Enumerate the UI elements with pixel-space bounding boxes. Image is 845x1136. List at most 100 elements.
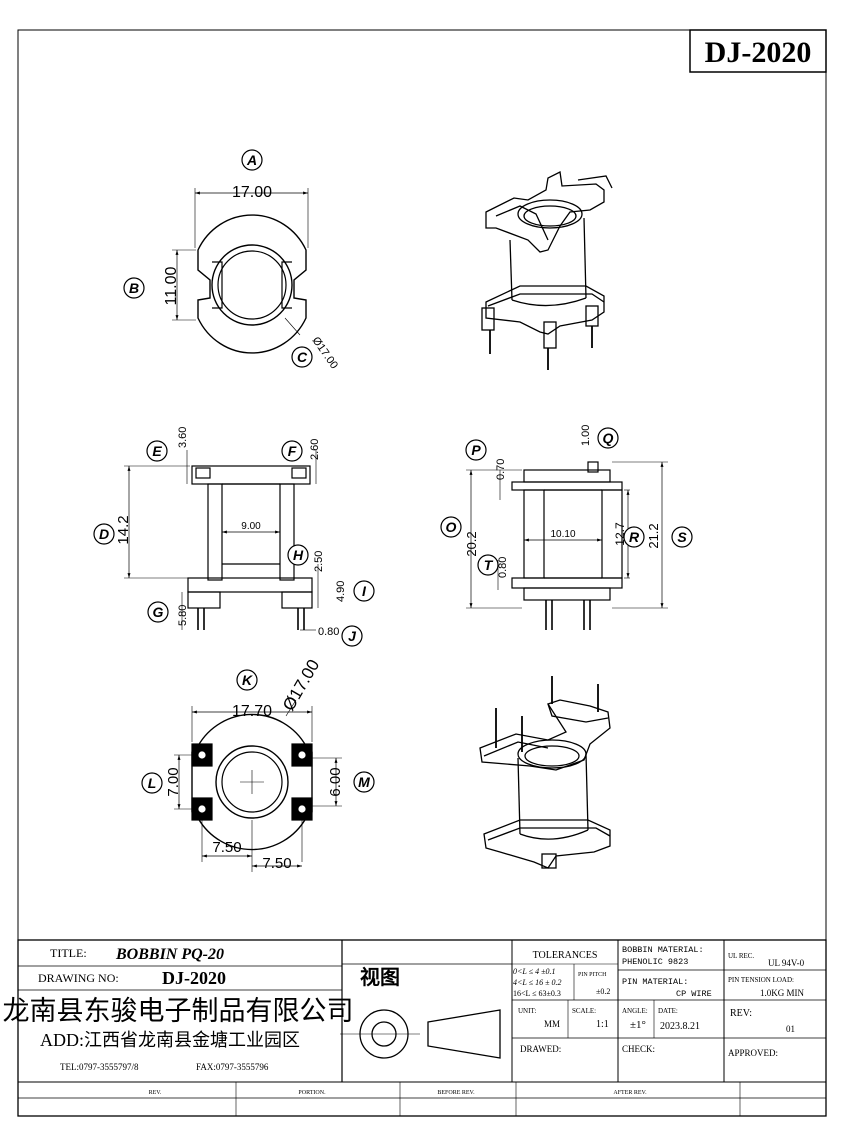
dim-1-00: 1.00 [580,425,592,446]
dim-17-70: 17.70 [232,703,272,720]
dim-11-00: 11.00 [163,266,180,305]
dim-4-90: 4.90 [335,581,347,602]
callout-k: K [236,669,258,691]
pin-pitch-label: PIN PITCH [578,972,607,978]
callout-letter: F [288,443,297,459]
dim-21-2: 21.2 [646,523,661,548]
callout-letter: J [348,628,357,644]
dim-0-70: 0.70 [495,459,507,480]
callout-d: D [93,523,115,545]
callout-letter: T [484,557,494,573]
view-label: 视图 [360,966,400,989]
dim-dia-17-00-bottom: Ø17.00 [279,656,323,714]
callout-l: L [141,772,163,794]
callout-h: H [287,544,309,566]
pin-material-value: CP WIRE [676,989,712,999]
bottom-view [174,699,342,872]
callout-letters: A B C D E F G H I J O P Q R S T K L M [93,149,693,794]
tolerance-row-2: 4<L ≤ 16 ± 0.2 [513,978,561,987]
callout-letter: E [152,443,162,459]
scale-label: SCALE: [572,1007,596,1015]
company-name: 龙南县东骏电子制品有限公司 [3,996,354,1026]
callout-t: T [477,554,499,576]
tolerance-row-1: 0<L ≤ 4 ±0.1 [513,967,555,976]
title-label: TITLE: [50,946,87,960]
callout-g: G [147,601,169,623]
dim-9-00: 9.00 [241,521,261,532]
drawed-label: DRAWED: [520,1044,561,1054]
drawing-no-label: DRAWING NO: [38,971,119,985]
pin-material-label: PIN MATERIAL: [622,977,688,987]
front-view-labels: 14.2 3.60 2.60 9.00 2.50 4.90 5.80 0.80 [115,427,347,638]
tolerances-label: TOLERANCES [533,950,598,961]
drawing-number-box: DJ-2020 [689,29,827,73]
isometric-bottom [479,676,611,869]
drawing-no-value: DJ-2020 [162,968,226,988]
front-view [124,450,319,631]
dim-6-00: 6.00 [327,767,344,796]
callout-letter: B [129,280,139,296]
title-block-text: TITLE: BOBBIN PQ-20 DRAWING NO: DJ-2020 … [3,945,805,1096]
isometric-top [481,171,613,370]
callout-letter: D [99,526,109,542]
callout-letter: C [297,349,308,365]
company-address: ADD:江西省龙南县金塘工业园区 [40,1030,300,1050]
callout-c: C [291,346,313,368]
callout-letter: R [629,529,640,545]
check-label: CHECK: [622,1044,655,1054]
ul-rec-value: UL 94V-0 [768,958,805,968]
callout-letter: H [293,547,304,563]
dim-7-00: 7.00 [165,767,182,796]
rev-header-rev: REV. [149,1090,162,1096]
dim-dia-17-00: Ø17.00 [310,335,341,371]
unit-label: UNIT: [518,1007,536,1015]
title-block [17,939,827,1117]
callout-a: A [241,149,263,171]
pin-pitch-value: ±0.2 [596,987,610,996]
callout-letter: K [242,672,253,688]
rev-label: REV: [730,1008,752,1019]
dim-2-60: 2.60 [309,439,321,460]
callout-p: P [465,439,487,461]
side-view-labels: 1.00 0.70 20.2 10.10 12.7 21.2 0.80 [464,425,661,578]
approved-label: APPROVED: [728,1048,778,1058]
callout-letter: Q [603,430,614,446]
tolerance-row-3: 16<L ≤ 63±0.3 [513,989,561,998]
dim-7-50-left: 7.50 [212,839,241,856]
fax: FAX:0797-3555796 [196,1062,269,1072]
callout-letter: L [148,775,157,791]
unit-value: MM [544,1019,560,1029]
callout-f: F [281,440,303,462]
callout-letter: S [677,529,687,545]
ul-rec-label: UL REC. [728,952,754,960]
scale-value: 1:1 [596,1019,609,1030]
dim-20-2: 20.2 [464,531,479,556]
dim-7-50-right: 7.50 [262,855,291,872]
callout-letter: P [471,442,481,458]
top-view [172,188,309,354]
bobbin-material-label: BOBBIN MATERIAL: [622,945,704,955]
pin-tension-value: 1.0KG MIN [760,988,804,998]
dim-17-00: 17.00 [232,184,272,201]
callout-letter: O [446,519,457,535]
rev-header-after: AFTER REV. [613,1090,647,1096]
dim-0-80: 0.80 [318,626,339,638]
callout-b: B [123,277,145,299]
callout-letter: A [246,152,257,168]
dim-10-10: 10.10 [550,529,575,540]
dim-2-50: 2.50 [313,551,325,572]
side-view [466,461,668,630]
rev-value: 01 [786,1024,795,1034]
callout-i: I [353,580,375,602]
dim-5-80: 5.80 [177,605,189,626]
telephone: TEL:0797-3555797/8 [60,1062,139,1072]
title-value: BOBBIN PQ-20 [115,946,224,963]
callout-e: E [146,440,168,462]
drawing-number: DJ-2020 [705,36,812,69]
angle-label: ANGLE: [622,1007,648,1015]
callout-letter: G [153,604,164,620]
pin-tension-label: PIN TENSION LOAD: [728,976,794,984]
rev-header-portion: PORTION. [298,1090,326,1096]
callout-r: R [623,526,645,548]
callout-m: M [353,771,375,793]
